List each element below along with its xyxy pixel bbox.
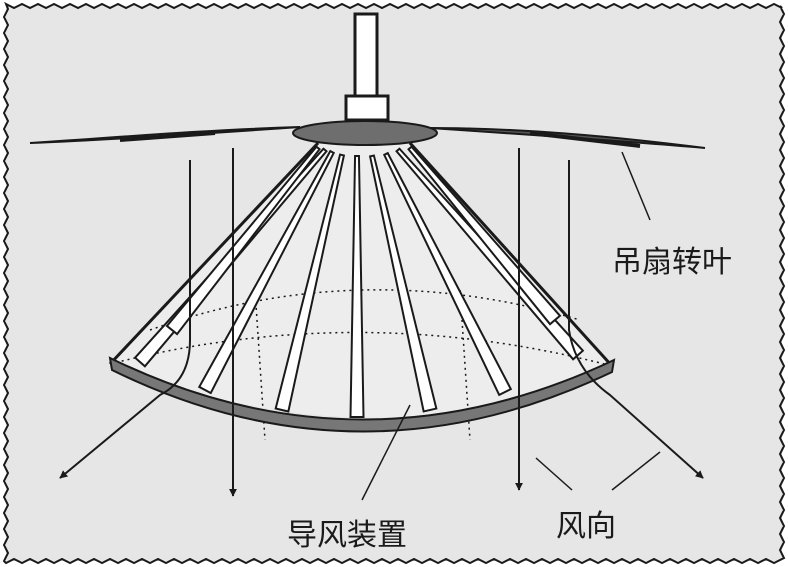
deflector-vane [165,145,321,336]
deflector-vane [368,154,438,413]
leader-deflector [361,404,411,501]
blade-right-dark-segment [529,131,641,148]
leader-fan-blades [621,151,651,221]
cone-edge-right [408,141,614,368]
label-deflector: 导风装置 [287,518,407,553]
cone-rim [108,356,616,433]
label-fan-blades: 吊扇转叶 [612,245,732,280]
deflector-vane [349,155,365,418]
leader-wind-right [611,451,661,491]
airflow-arrow-left-outer [59,160,191,479]
airflow-arrow-right-outer [568,160,704,479]
deflector-vane [274,153,346,413]
dotted-guide-1 [254,289,266,441]
fan-mount [344,12,390,122]
deflector-vane [382,151,513,397]
leader-wind-left [535,457,573,491]
deflector-vane [407,145,562,326]
fan-hub [292,120,438,146]
blade-left-dark-segment [119,131,216,142]
downrod [353,12,379,98]
dotted-arc [149,289,581,331]
leader-lines [361,151,661,501]
cone-outline [108,141,614,368]
label-wind-direction: 风向 [556,509,616,544]
cone-edge-left [108,141,320,366]
motor-housing [344,94,390,122]
airflow-arrows [59,148,704,497]
blade-right [429,127,706,149]
